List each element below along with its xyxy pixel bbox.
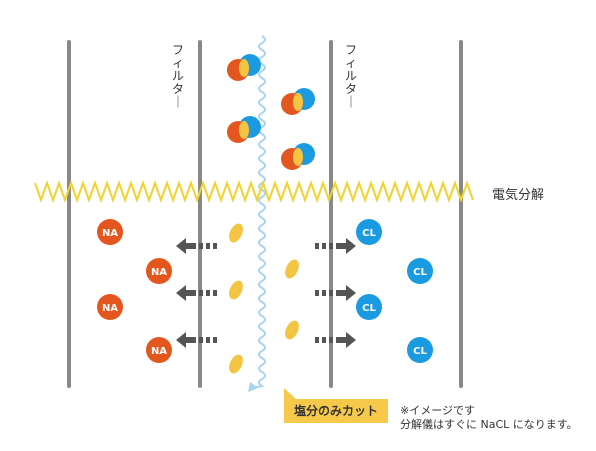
na-ion: NA [97, 219, 123, 245]
svg-text:NA: NA [102, 303, 118, 314]
water-flow-wave [251, 35, 266, 389]
cl-ion: CL [407, 258, 433, 284]
salt-molecule [281, 143, 315, 170]
svg-text:CL: CL [413, 267, 427, 278]
water-particle [285, 259, 299, 279]
svg-text:CL: CL [362, 303, 376, 314]
callout-pointer [284, 388, 296, 399]
na-ion: NA [97, 294, 123, 320]
na-ion: NA [146, 258, 172, 284]
svg-text:NA: NA [151, 267, 167, 278]
cl-ion: CL [356, 219, 382, 245]
arrow-right-icon [315, 238, 356, 254]
filter-label-left: フィルタ｜ [171, 43, 184, 109]
note-text: ※イメージです 分解儀はすぐに NaCL になります。 [400, 404, 578, 432]
water-particle [229, 223, 243, 243]
filter-label-right: フィルタ｜ [344, 43, 357, 109]
cl-ion: CL [407, 337, 433, 363]
arrow-left-icon [176, 238, 217, 254]
arrow-left-icon [176, 332, 217, 348]
water-particle [229, 280, 243, 300]
salt-molecule [227, 116, 261, 143]
svg-text:NA: NA [102, 228, 118, 239]
note-line-1: ※イメージです [400, 404, 475, 417]
note-line-2: 分解儀はすぐに NaCL になります。 [400, 418, 578, 431]
water-particle [285, 320, 299, 340]
arrow-right-icon [315, 285, 356, 301]
svg-text:NA: NA [151, 346, 167, 357]
svg-text:CL: CL [413, 346, 427, 357]
salt-molecule [281, 88, 315, 115]
salt-cut-callout: 塩分のみカット [284, 399, 388, 423]
cl-ion: CL [356, 294, 382, 320]
svg-text:CL: CL [362, 228, 376, 239]
water-flow-arrowhead [248, 382, 258, 392]
arrow-right-icon [315, 332, 356, 348]
electrolysis-zigzag [34, 179, 474, 204]
na-ion: NA [146, 337, 172, 363]
electrolysis-label: 電気分解 [492, 188, 545, 203]
arrow-left-icon [176, 285, 217, 301]
salt-molecule [227, 54, 261, 81]
water-particle [229, 354, 243, 374]
